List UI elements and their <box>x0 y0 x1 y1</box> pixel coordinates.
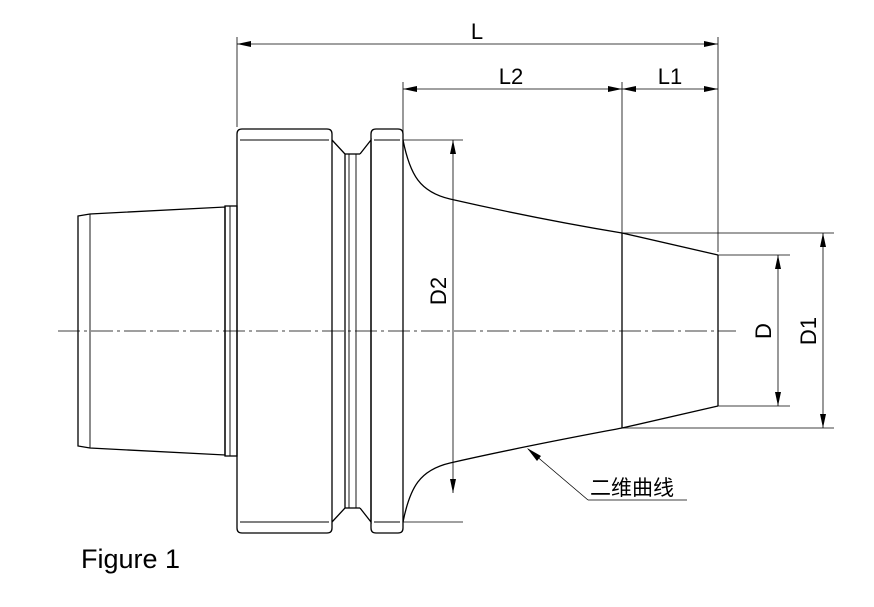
dimension-D1 <box>622 232 834 429</box>
label-D: D <box>751 323 776 339</box>
flange <box>236 128 404 534</box>
figure-caption: Figure 1 <box>81 544 181 574</box>
label-L: L <box>471 19 483 44</box>
dimension-D2 <box>403 139 463 523</box>
label-D1: D1 <box>796 317 821 345</box>
label-D2: D2 <box>426 277 451 305</box>
label-L1: L1 <box>658 64 682 89</box>
dimension-L2-L1 <box>402 82 718 233</box>
dimension-L <box>236 37 719 252</box>
curve-leader <box>527 448 687 501</box>
curve-note: 二维曲线 <box>590 477 674 500</box>
taper-shank <box>77 205 238 457</box>
nose-body <box>402 139 719 523</box>
label-L2: L2 <box>499 64 523 89</box>
dimension-D <box>718 254 790 407</box>
